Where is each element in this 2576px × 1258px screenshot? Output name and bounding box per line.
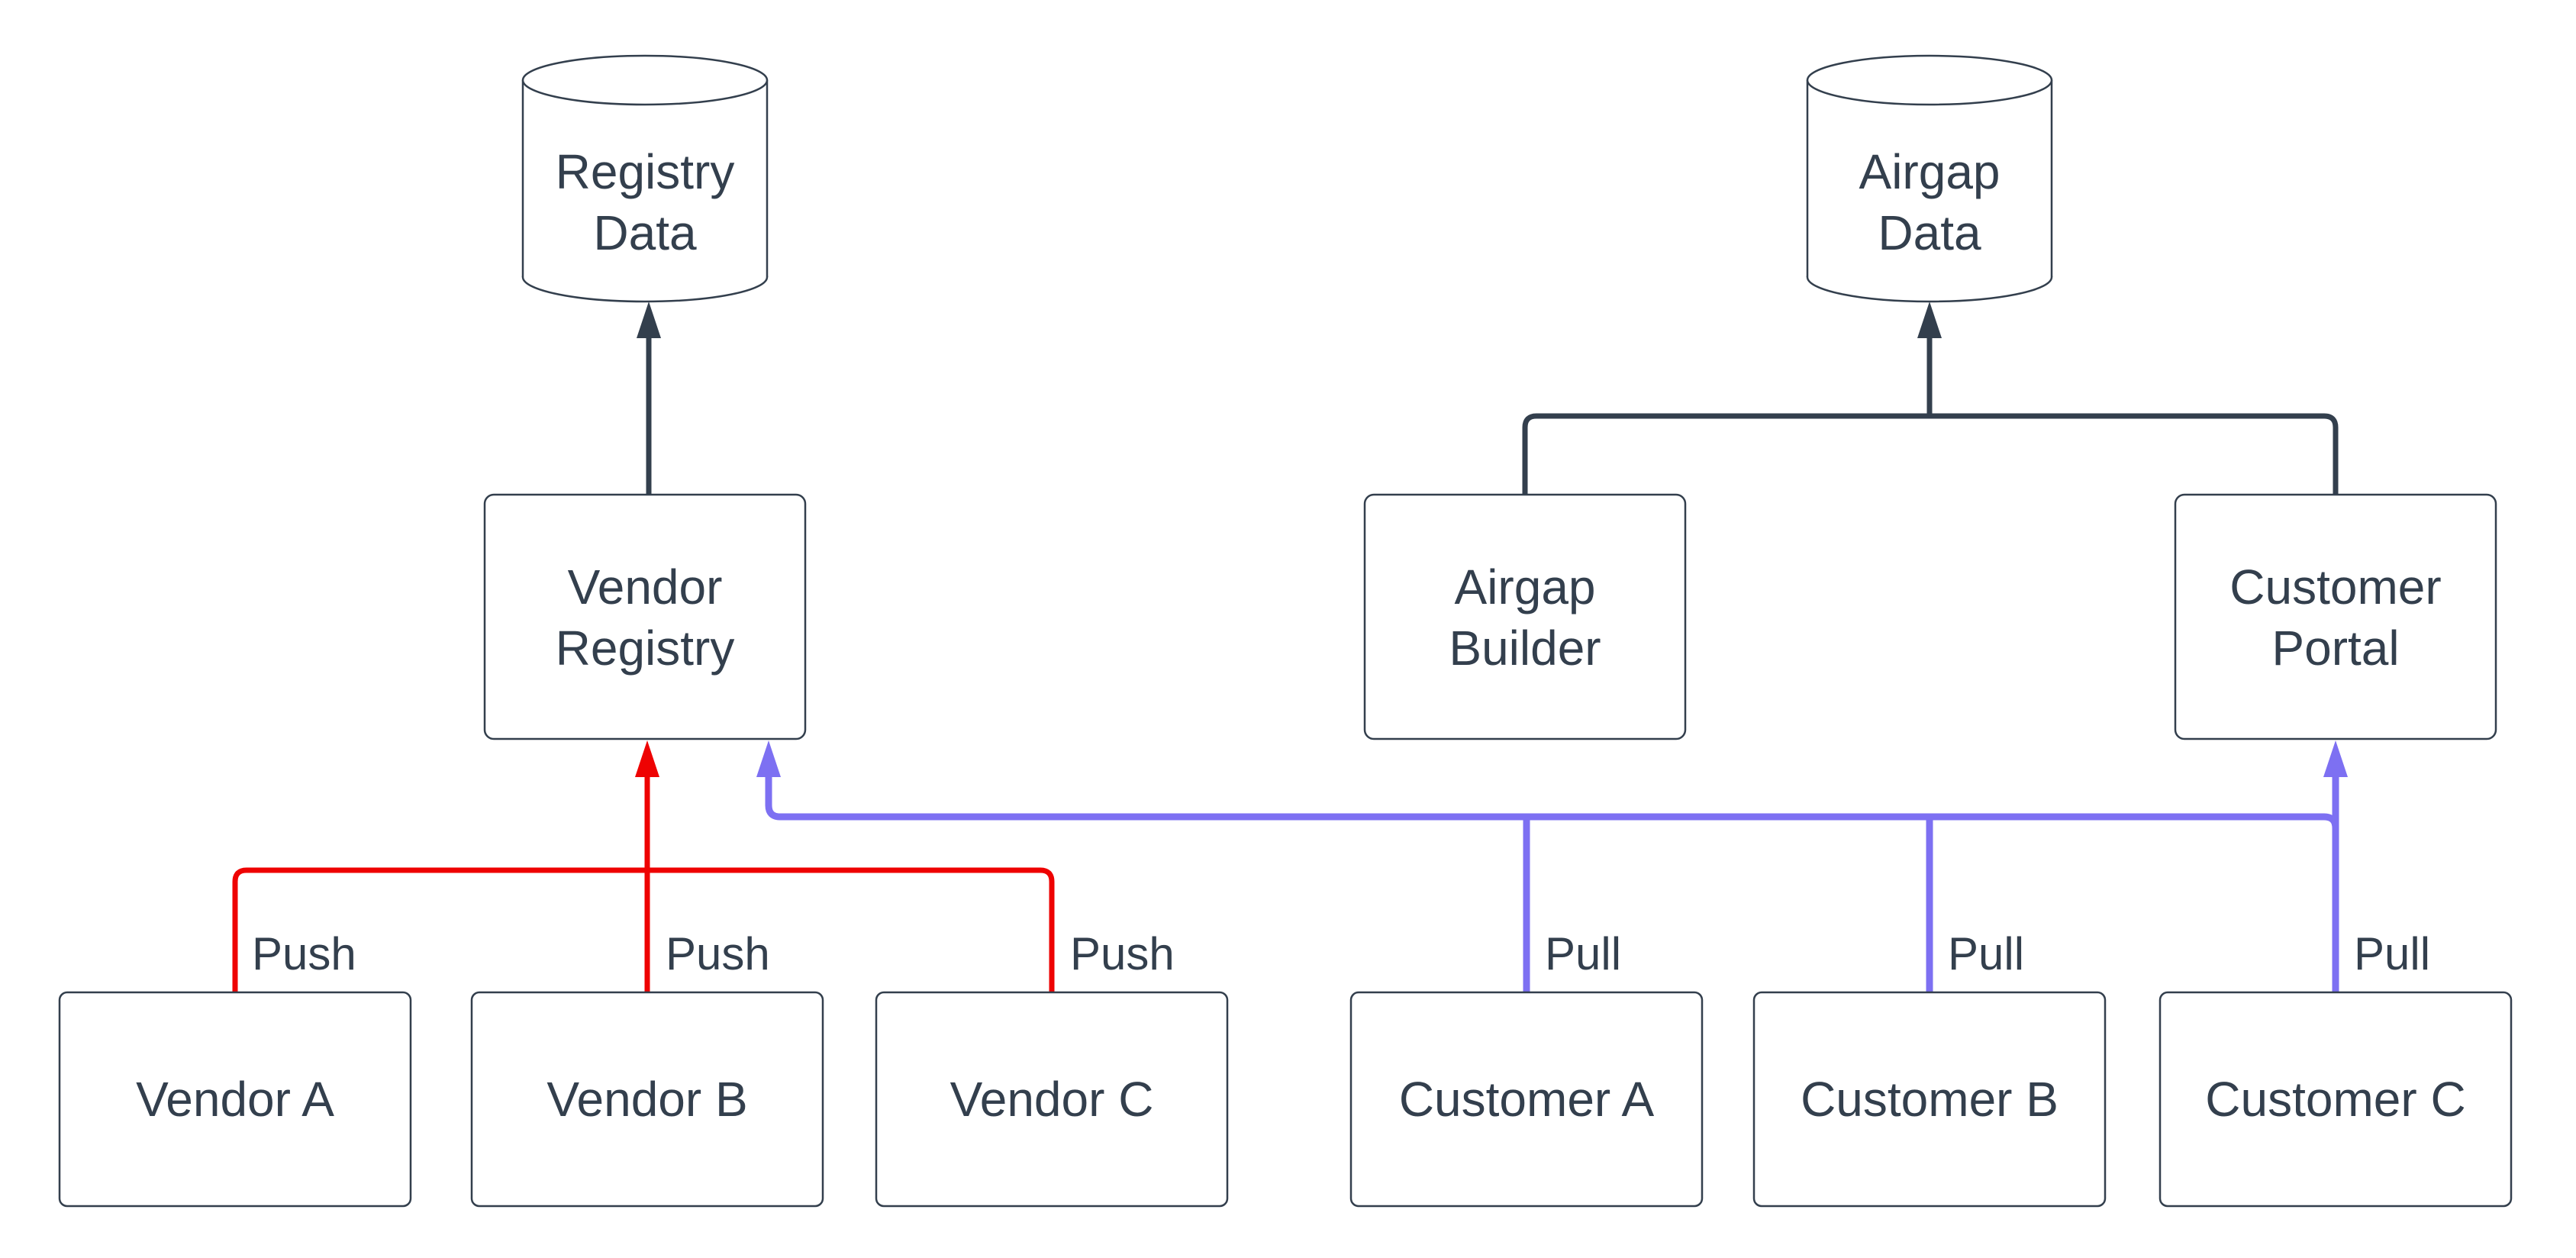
node-box <box>2174 493 2497 740</box>
node-label-line: Builder <box>1449 621 1601 676</box>
node-customer-a: Customer A <box>1349 991 1704 1208</box>
cylinder-body <box>523 80 767 277</box>
edge-label-pull-customer-c: Pull <box>2354 928 2430 979</box>
node-box <box>58 991 412 1208</box>
node-label-line: Vendor <box>568 560 723 614</box>
node-box <box>2158 991 2513 1208</box>
cylinder-top <box>1806 54 2053 106</box>
node-label-line: Data <box>1878 205 1981 260</box>
node-vendor-c: Vendor C <box>875 991 1229 1208</box>
node-label-line: Customer <box>2229 560 2441 614</box>
edge-push-manifold <box>232 867 1055 995</box>
edge-label-push-vendor-c: Push <box>1070 928 1175 979</box>
node-label-line: Registry <box>556 621 735 676</box>
node-label-line: Vendor A <box>136 1072 334 1127</box>
node-box <box>470 991 824 1208</box>
node-label-line: Airgap <box>1455 560 1596 614</box>
node-box <box>1363 493 1687 740</box>
node-customer-c: Customer C <box>2158 991 2513 1208</box>
arrowhead-pull-into-customer-portal <box>2323 740 2348 777</box>
node-label-line: Customer A <box>1399 1072 1655 1127</box>
arrowhead-pull-into-vendor-registry <box>756 740 781 777</box>
node-box <box>1752 991 2107 1208</box>
node-label-line: Airgap <box>1859 144 2001 199</box>
node-vendor-b: Vendor B <box>470 991 824 1208</box>
node-box <box>1349 991 1704 1208</box>
node-customer-b: Customer B <box>1752 991 2107 1208</box>
node-label-line: Portal <box>2271 621 2399 676</box>
node-label-line: Vendor B <box>546 1072 747 1127</box>
node-label-line: Customer B <box>1801 1072 2059 1127</box>
arrowhead-into-registry-data <box>637 302 661 338</box>
node-vendor-a: Vendor A <box>58 991 412 1208</box>
cylinder-body <box>1807 80 2052 277</box>
node-box <box>483 493 807 740</box>
edge-label-pull-customer-b: Pull <box>1948 928 2024 979</box>
arrowhead-into-airgap-data <box>1917 302 1942 338</box>
edge-label-push-vendor-b: Push <box>666 928 770 979</box>
node-label-line: Customer C <box>2205 1072 2465 1127</box>
edge-label-push-vendor-a: Push <box>252 928 356 979</box>
edge-label-pull-customer-a: Pull <box>1545 928 1621 979</box>
node-box <box>875 991 1229 1208</box>
cylinder-top <box>521 54 769 106</box>
node-label-line: Vendor C <box>950 1072 1154 1127</box>
node-label-line: Registry <box>556 144 735 199</box>
node-label-line: Data <box>593 205 697 260</box>
arrowhead-push-into-vendor-registry <box>635 740 659 777</box>
